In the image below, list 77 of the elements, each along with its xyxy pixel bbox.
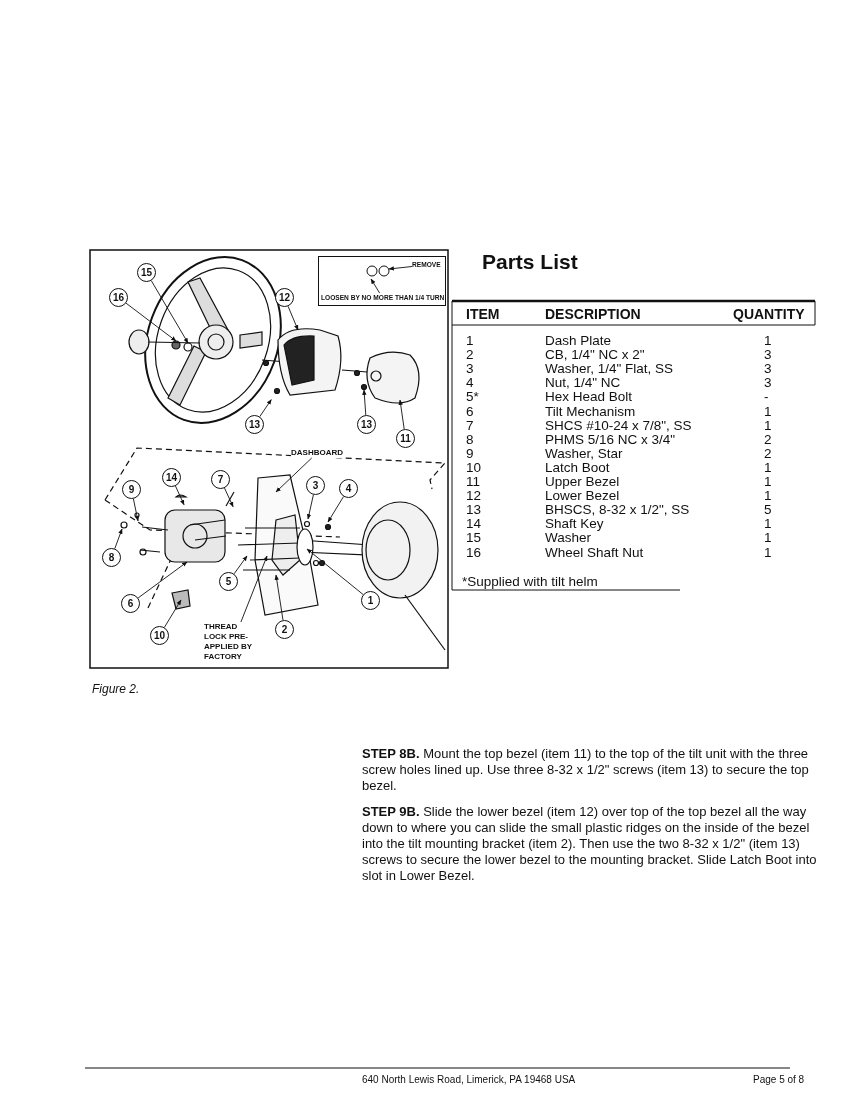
- inset-box: [318, 256, 446, 306]
- item-number: 5*: [466, 390, 479, 405]
- quantity: 1: [764, 489, 772, 504]
- part-description: Upper Bezel: [545, 475, 620, 489]
- callout-number: 9: [122, 480, 141, 499]
- quantity: 3: [764, 362, 772, 377]
- title: Parts List: [482, 250, 578, 274]
- part-description: CB, 1/4" NC x 2": [545, 348, 645, 363]
- item-number: 12: [466, 489, 482, 504]
- column-header: ITEM: [466, 307, 500, 321]
- item-number: 7: [466, 418, 474, 433]
- callout-number: 15: [137, 263, 156, 282]
- callout-number: 5: [219, 572, 238, 591]
- item-number: 1: [466, 334, 474, 348]
- callout-number: 7: [211, 470, 230, 489]
- part-description: Washer, Star: [545, 446, 623, 461]
- item-number: 3: [466, 362, 474, 377]
- page-number: Page 5 of 8: [753, 1074, 805, 1085]
- figure-caption: Figure 2.: [92, 682, 140, 696]
- callout-number: 12: [275, 288, 294, 307]
- part-description: Lower Bezel: [545, 489, 620, 504]
- part-description: Wheel Shaft Nut: [545, 545, 644, 560]
- quantity: 1: [764, 404, 772, 419]
- callout-number: 6: [121, 594, 140, 613]
- quantity: 1: [764, 531, 772, 546]
- part-description: BHSCS, 8-32 x 1/2", SS: [545, 503, 690, 518]
- quantity: 1: [764, 545, 772, 560]
- callout-number: 10: [150, 626, 169, 645]
- callout-number: 13: [357, 415, 376, 434]
- item-number: 11: [466, 475, 480, 489]
- quantity: 1: [764, 460, 772, 475]
- item-number: 4: [466, 376, 474, 391]
- part-description: SHCS #10-24 x 7/8", SS: [545, 418, 692, 433]
- callout-number: 2: [275, 620, 294, 639]
- callout-number: 3: [306, 476, 325, 495]
- callout-number: 4: [339, 479, 358, 498]
- quantity: 1: [764, 517, 772, 532]
- item-number: 6: [466, 404, 474, 419]
- item-number: 16: [466, 545, 482, 560]
- instruction-step: STEP 9B. Slide the lower bezel (item 12) over top of the top bezel all the way down to where you can slide the small plastic ridges on the inside of the bezel into the tilt mounting bracket (item 2). Then use the two 8-32 x 1/2" (item 13) screws to secure the lower bezel to the mounting bracket. Slide Latch Boot into slot in Lower Bezel.: [362, 804, 817, 884]
- quantity: 1: [764, 334, 772, 348]
- part-description: Washer, 1/4" Flat, SS: [545, 362, 674, 377]
- item-number: 2: [466, 348, 474, 363]
- part-label: DASHBOARD: [291, 448, 343, 458]
- instruction-step: STEP 8B. Mount the top bezel (item 11) to the top of the tilt unit with the three screw holes lined up. Use three 8-32 x 1/2" screws (item 13) to secure the top bezel.: [362, 746, 817, 794]
- item-number: 13: [466, 503, 482, 518]
- column-header: DESCRIPTION: [545, 307, 641, 321]
- quantity: 3: [764, 348, 772, 363]
- callout-number: 13: [245, 415, 264, 434]
- quantity: 5: [764, 503, 772, 518]
- part-description: PHMS 5/16 NC x 3/4": [545, 432, 676, 447]
- part-description: Dash Plate: [545, 334, 612, 348]
- table-footnote: *Supplied with tilt helm: [462, 575, 598, 589]
- part-description: Hex Head Bolt: [545, 390, 633, 405]
- callout-number: 16: [109, 288, 128, 307]
- part-description: Nut, 1/4" NC: [545, 376, 621, 391]
- item-number: 10: [466, 460, 482, 475]
- callout-number: 1: [361, 591, 380, 610]
- quantity: 1: [764, 475, 772, 489]
- part-description: Shaft Key: [545, 517, 604, 532]
- item-number: 14: [466, 517, 482, 532]
- quantity: 3: [764, 376, 772, 391]
- callout-number: 11: [396, 429, 415, 448]
- item-number: 8: [466, 432, 474, 447]
- callout-number: 14: [162, 468, 181, 487]
- quantity: 1: [764, 418, 772, 433]
- item-number: 9: [466, 446, 474, 461]
- item-number: 15: [466, 531, 482, 546]
- quantity: -: [764, 390, 769, 405]
- column-header: QUANTITY: [733, 307, 805, 321]
- part-description: Latch Boot: [545, 460, 610, 475]
- footer-address: 640 North Lewis Road, Limerick, PA 19468 USA: [362, 1074, 576, 1085]
- part-description: Washer: [545, 531, 591, 546]
- part-description: Tilt Mechanism: [545, 404, 636, 419]
- quantity: 2: [764, 446, 772, 461]
- callout-number: 8: [102, 548, 121, 567]
- quantity: 2: [764, 432, 772, 447]
